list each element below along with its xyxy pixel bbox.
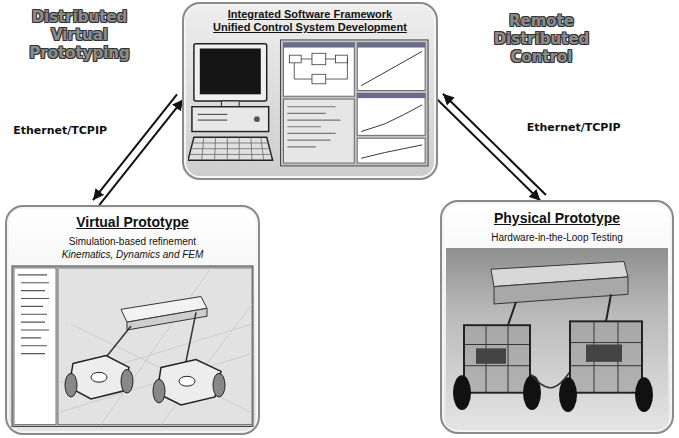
software-screenshot-part — [312, 54, 326, 65]
computer-icon-part — [254, 117, 260, 123]
3d-view-part — [186, 312, 196, 361]
3d-view-part — [69, 355, 129, 398]
computer-icon-part — [188, 138, 273, 161]
software-screenshot-part — [361, 105, 422, 132]
box-heading: Integrated Software Framework — [190, 8, 430, 21]
3d-view-part — [58, 267, 252, 424]
robot-left-part — [476, 348, 506, 363]
software-screenshot-part — [289, 56, 301, 64]
robot-beam-part — [606, 294, 611, 321]
software-screenshot-part — [361, 52, 422, 86]
3d-view-part — [213, 373, 225, 397]
virtual-prototype-screenshot-part — [12, 265, 253, 426]
robot-left-part — [464, 325, 530, 393]
3d-view — [58, 267, 252, 424]
software-screenshot-part — [283, 43, 354, 48]
3d-view-part — [121, 369, 133, 393]
software-screenshot-part — [312, 75, 326, 85]
computer-icon-part — [202, 138, 264, 161]
computer-icon — [188, 44, 273, 160]
software-screenshot-part — [283, 43, 354, 96]
robot-beam-part — [494, 276, 628, 303]
computer-icon-part — [192, 107, 269, 132]
robot-left-part — [523, 375, 541, 410]
robot-cable — [530, 371, 570, 387]
model-tree-panel-part — [18, 274, 49, 353]
software-screenshot-part — [287, 107, 340, 147]
robot-right — [559, 321, 653, 412]
computer-icon-part — [198, 120, 228, 121]
software-screenshot-part — [336, 56, 348, 64]
robot-right-part — [635, 377, 653, 412]
network-link-arrow — [437, 94, 546, 201]
robot-left-part — [453, 375, 471, 410]
software-screenshot-part — [357, 94, 425, 136]
computer-icon-part — [198, 114, 228, 115]
3d-view-part — [179, 376, 195, 386]
box-heading: Virtual Prototype — [13, 214, 252, 232]
virtual-prototype-screenshot — [11, 265, 254, 428]
robot-left — [453, 325, 541, 410]
prototype-box: Virtual PrototypeSimulation-based refine… — [5, 205, 260, 435]
software-screenshot-part — [357, 94, 425, 99]
box-subtitle: Hardware-in-the-Loop Testing — [448, 231, 666, 244]
robot-left-part — [464, 325, 530, 393]
robot-right-part — [586, 344, 622, 361]
computer-icon-part — [221, 101, 239, 107]
robot-beam-part — [508, 302, 516, 325]
computer-icon-part — [194, 44, 267, 101]
software-screenshot-part — [357, 43, 425, 91]
prototype-box: Physical PrototypeHardware-in-the-Loop T… — [440, 200, 674, 434]
robot-right-part — [570, 321, 642, 392]
arrow-line — [93, 94, 177, 200]
box-subtitle: Kinematics, Dynamics and FEM — [13, 248, 252, 261]
link-label: Ethernet/TCPIP — [10, 122, 110, 137]
3d-view-part — [58, 267, 252, 424]
link-label: Ethernet/TCPIP — [524, 120, 624, 135]
box-subtitle: Simulation-based refinement — [13, 235, 252, 248]
network-link-arrow — [93, 94, 183, 205]
software-screenshot-part — [283, 99, 354, 163]
software-screenshot-part — [357, 139, 425, 164]
software-illustration — [188, 38, 432, 172]
section-label: Distributed Virtual Prototyping — [12, 8, 147, 62]
software-screenshot — [280, 40, 428, 166]
box-text-group: Integrated Software FrameworkUnified Con… — [184, 4, 436, 34]
robot-photo — [446, 248, 668, 427]
software-screenshot-part — [280, 40, 428, 166]
model-tree-panel — [14, 267, 56, 424]
arrow-line — [437, 100, 540, 201]
computer-icon-part — [200, 49, 261, 95]
arrow-line — [443, 94, 546, 195]
3d-view-part — [65, 373, 77, 397]
arrow-line — [99, 99, 183, 205]
box-text-group: Physical PrototypeHardware-in-the-Loop T… — [442, 202, 672, 244]
software-screenshot-part — [294, 59, 347, 79]
box-heading: Physical Prototype — [448, 210, 666, 228]
model-tree-panel-part — [14, 267, 56, 424]
box-subtitle: Unified Control System Development — [190, 21, 430, 34]
prototype-box: Integrated Software FrameworkUnified Con… — [182, 2, 438, 180]
photo-background — [446, 248, 668, 427]
software-screenshot-part — [357, 43, 425, 48]
box-text-group: Virtual PrototypeSimulation-based refine… — [7, 207, 258, 261]
3d-view-part — [91, 372, 107, 382]
software-screenshot-part — [361, 145, 422, 158]
section-label: Remote Distributed Control — [474, 12, 609, 66]
3d-view-part — [157, 359, 221, 404]
3d-view-part — [153, 379, 165, 403]
robot-right-part — [570, 321, 642, 392]
robot-beam — [491, 261, 628, 325]
